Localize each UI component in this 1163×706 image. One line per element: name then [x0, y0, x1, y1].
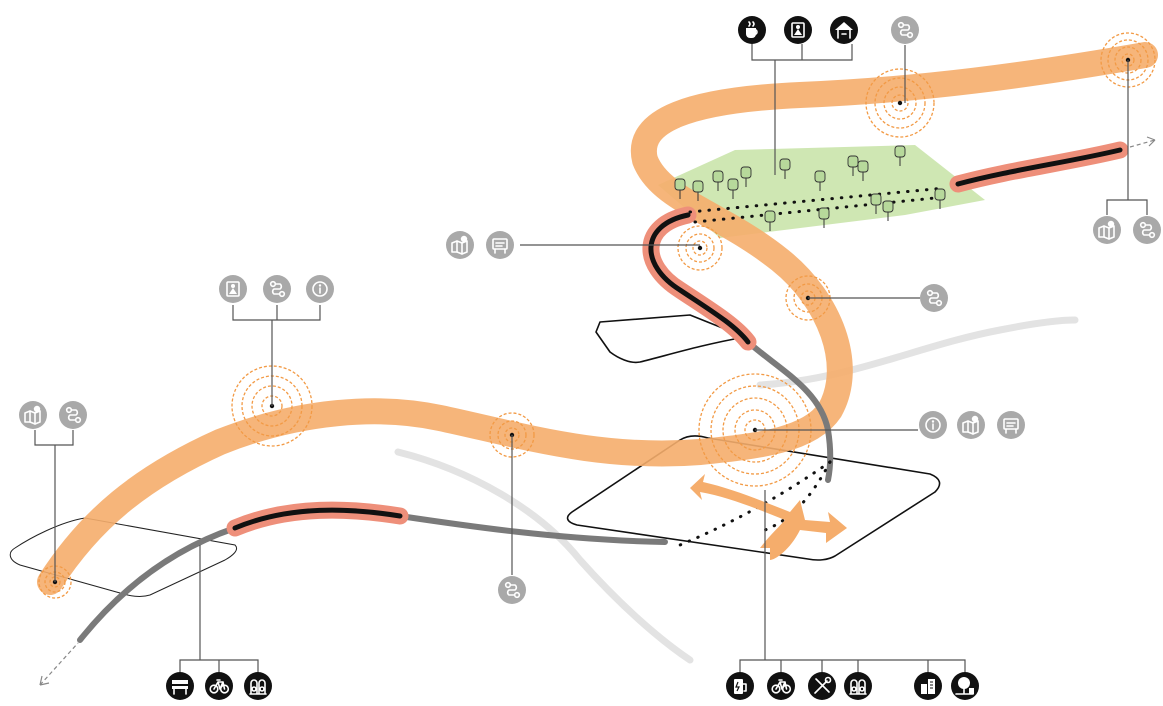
repair-tools-icon — [808, 672, 836, 700]
map-pin-icon — [957, 411, 985, 439]
bike-rack-icon — [244, 672, 272, 700]
icon-group-mid-route — [920, 284, 948, 312]
hub-arrows — [690, 474, 847, 560]
info-board-icon — [997, 411, 1025, 439]
icon-group-bottom-left-facilities — [166, 672, 272, 700]
icon-group-lower-route — [498, 576, 526, 604]
playground-icon — [219, 275, 247, 303]
buildings-icon — [914, 672, 942, 700]
icon-group-far-left — [19, 401, 87, 429]
walking-path — [39, 136, 1156, 686]
shelter-tree-icon — [951, 672, 979, 700]
map-pin-icon — [1093, 216, 1121, 244]
icon-group-bottom-right-facilities — [726, 672, 979, 700]
icon-group-left-amenities — [219, 275, 334, 303]
icon-group-top-transfer — [891, 16, 919, 44]
route-icon — [59, 401, 87, 429]
pavilion-icon — [830, 16, 858, 44]
icon-group-mid-map-info — [446, 231, 514, 259]
route-icon — [263, 275, 291, 303]
map-pin-icon — [446, 231, 474, 259]
info-icon — [306, 275, 334, 303]
icon-group-right-map-route — [1093, 216, 1161, 244]
leader-lines — [34, 44, 1148, 672]
map-pin-icon — [19, 401, 47, 429]
bench-icon — [166, 672, 194, 700]
parcel-mid — [595, 314, 746, 364]
park-area — [658, 145, 985, 238]
playground-icon — [784, 16, 812, 44]
route-icon — [920, 284, 948, 312]
route-icon — [891, 16, 919, 44]
info-icon — [919, 411, 947, 439]
route-icon — [498, 576, 526, 604]
hotspot-top — [865, 68, 935, 138]
charging-icon — [726, 672, 754, 700]
bike-rack-icon — [844, 672, 872, 700]
icon-group-hub-services — [919, 411, 1025, 439]
background-streets — [394, 316, 1079, 664]
hotspot-park-edge — [677, 225, 723, 271]
parcel-far-left — [9, 517, 238, 597]
dotted-trails — [678, 186, 947, 547]
bicycle-icon — [205, 672, 233, 700]
info-board-icon — [486, 231, 514, 259]
route-icon — [1133, 216, 1161, 244]
cafe-icon — [738, 16, 766, 44]
parcels — [9, 314, 941, 597]
parcel-hub — [566, 435, 941, 561]
bicycle-icon — [767, 672, 795, 700]
icon-group-top-amenities — [738, 16, 858, 44]
highlighted-path — [226, 141, 1129, 537]
